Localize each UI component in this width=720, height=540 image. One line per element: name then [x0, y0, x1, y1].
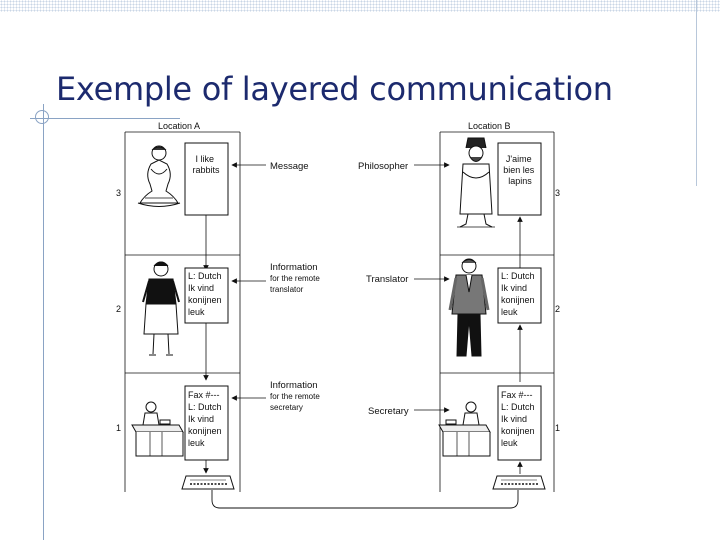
- note-a-layer1-line1: Fax #---: [188, 390, 220, 400]
- note-b-layer2: [497, 267, 542, 324]
- left-margin-rule: [43, 104, 44, 540]
- layer-3-transfer-label: Message: [270, 161, 309, 172]
- layered-communication-diagram: Location A Location B 3 2 1 3 2 1 I like…: [116, 121, 560, 509]
- fax-machine-icon: [181, 475, 235, 490]
- layer-2-transfer-label: Information for the remote translator: [270, 262, 322, 294]
- note-b-layer3-line1: J'aime: [506, 154, 532, 164]
- note-a-layer2-text: L: Dutch Ik vind konijnen leuk: [188, 271, 224, 317]
- location-b-label: Location B: [468, 121, 511, 131]
- layer-2-transfer-line1: Information: [270, 262, 318, 273]
- note-a-layer1-line5: leuk: [188, 438, 205, 448]
- slide-title: Exemple of layered communication: [56, 70, 613, 108]
- note-b-layer1: [497, 385, 542, 461]
- note-a-layer2: [184, 267, 229, 324]
- layer-2-role-label: Translator: [366, 274, 408, 285]
- note-a-layer3-text: I like rabbits: [192, 154, 220, 175]
- note-b-layer1-line4: konijnen: [501, 426, 535, 436]
- note-b-layer3: [497, 142, 542, 216]
- note-b-layer1-line3: Ik vind: [501, 414, 527, 424]
- layer-1-number-left: 1: [116, 423, 121, 433]
- note-b-layer1-line1: Fax #---: [501, 390, 533, 400]
- note-a-layer1-line4: konijnen: [188, 426, 222, 436]
- note-a-layer1-line2: L: Dutch: [188, 402, 222, 412]
- translator-figure-icon: [142, 261, 180, 356]
- note-a-layer1-line3: Ik vind: [188, 414, 214, 424]
- note-b-layer2-line4: leuk: [501, 307, 518, 317]
- title-underline-rule: [30, 118, 180, 119]
- note-b-layer3-line2: bien les: [503, 165, 535, 175]
- note-b-layer3-text: J'aime bien les lapins: [503, 154, 537, 186]
- layer-1-transfer-line1: Information: [270, 380, 318, 391]
- layer-3-number-left: 3: [116, 188, 121, 198]
- note-b-layer1-line5: leuk: [501, 438, 518, 448]
- decorative-right-line: [696, 0, 697, 186]
- layer-1-transfer-line2: for the remote: [270, 392, 320, 401]
- note-a-layer1: [184, 385, 229, 461]
- physical-transmission-link: [211, 490, 519, 509]
- top-dot-pattern: [0, 0, 720, 12]
- layer-1-number-right: 1: [555, 423, 560, 433]
- layer-2-transfer-line3: translator: [270, 285, 304, 294]
- location-a-column: [124, 132, 241, 492]
- note-a-layer2-line4: leuk: [188, 307, 205, 317]
- layer-2-number-right: 2: [555, 304, 560, 314]
- note-a-layer1-text: Fax #--- L: Dutch Ik vind konijnen leuk: [188, 390, 224, 448]
- note-a-layer3: [184, 142, 229, 216]
- layer-1-transfer-label: Information for the remote secretary: [270, 380, 322, 412]
- layer-1-transfer-line3: secretary: [270, 403, 303, 412]
- note-a-layer3-line1: I like: [195, 154, 214, 164]
- note-b-layer2-line1: L: Dutch: [501, 271, 535, 281]
- note-b-layer1-line2: L: Dutch: [501, 402, 535, 412]
- layer-2-transfer-line2: for the remote: [270, 274, 320, 283]
- note-b-layer2-text: L: Dutch Ik vind konijnen leuk: [501, 271, 537, 317]
- note-b-layer2-line2: Ik vind: [501, 283, 527, 293]
- translator-suited-figure-icon: [448, 258, 490, 357]
- secretary-desk-icon: [131, 401, 184, 457]
- layer-1-role-label: Secretary: [368, 406, 409, 417]
- layer-3-number-right: 3: [555, 188, 560, 198]
- note-b-layer2-line3: konijnen: [501, 295, 535, 305]
- philosopher-figure-icon: [137, 145, 181, 207]
- note-a-layer2-line2: Ik vind: [188, 283, 214, 293]
- location-b-column: [439, 132, 555, 492]
- crosshair-ornament: [35, 110, 49, 124]
- note-a-layer2-line3: konijnen: [188, 295, 222, 305]
- layer-2-number-left: 2: [116, 304, 121, 314]
- secretary-desk-icon-remote: [438, 401, 491, 457]
- layer-3-role-label: Philosopher: [358, 161, 408, 172]
- location-a-label: Location A: [158, 121, 200, 131]
- fax-machine-icon-remote: [492, 475, 546, 490]
- philosopher-robed-figure-icon: [457, 137, 495, 228]
- note-b-layer1-text: Fax #--- L: Dutch Ik vind konijnen leuk: [501, 390, 537, 448]
- note-a-layer2-line1: L: Dutch: [188, 271, 222, 281]
- note-a-layer3-line2: rabbits: [192, 165, 220, 175]
- note-b-layer3-line3: lapins: [508, 176, 532, 186]
